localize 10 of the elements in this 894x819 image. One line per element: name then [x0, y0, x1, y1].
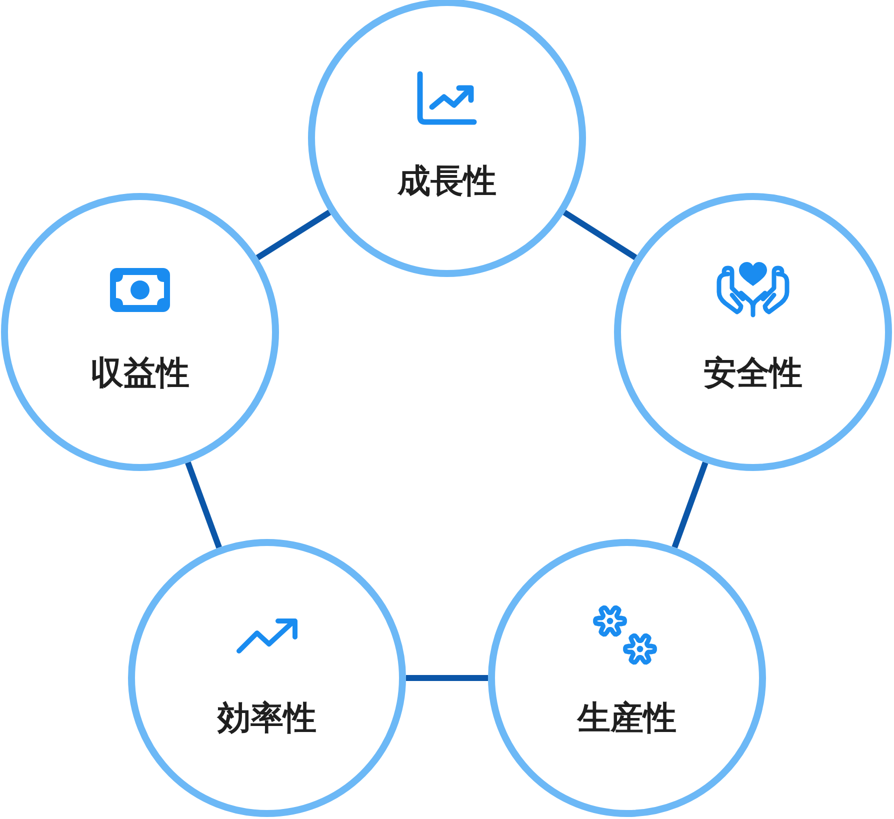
connector-line [185, 461, 222, 549]
node-label: 安全性 [704, 353, 802, 393]
node-label: 成長性 [398, 161, 496, 201]
node-label: 生産性 [578, 698, 676, 738]
connector-line [256, 210, 332, 260]
connector-line [562, 210, 638, 260]
connector-line [406, 675, 488, 681]
node-label: 収益性 [90, 353, 190, 393]
node-label: 効率性 [218, 698, 316, 738]
connector-line [672, 462, 708, 548]
